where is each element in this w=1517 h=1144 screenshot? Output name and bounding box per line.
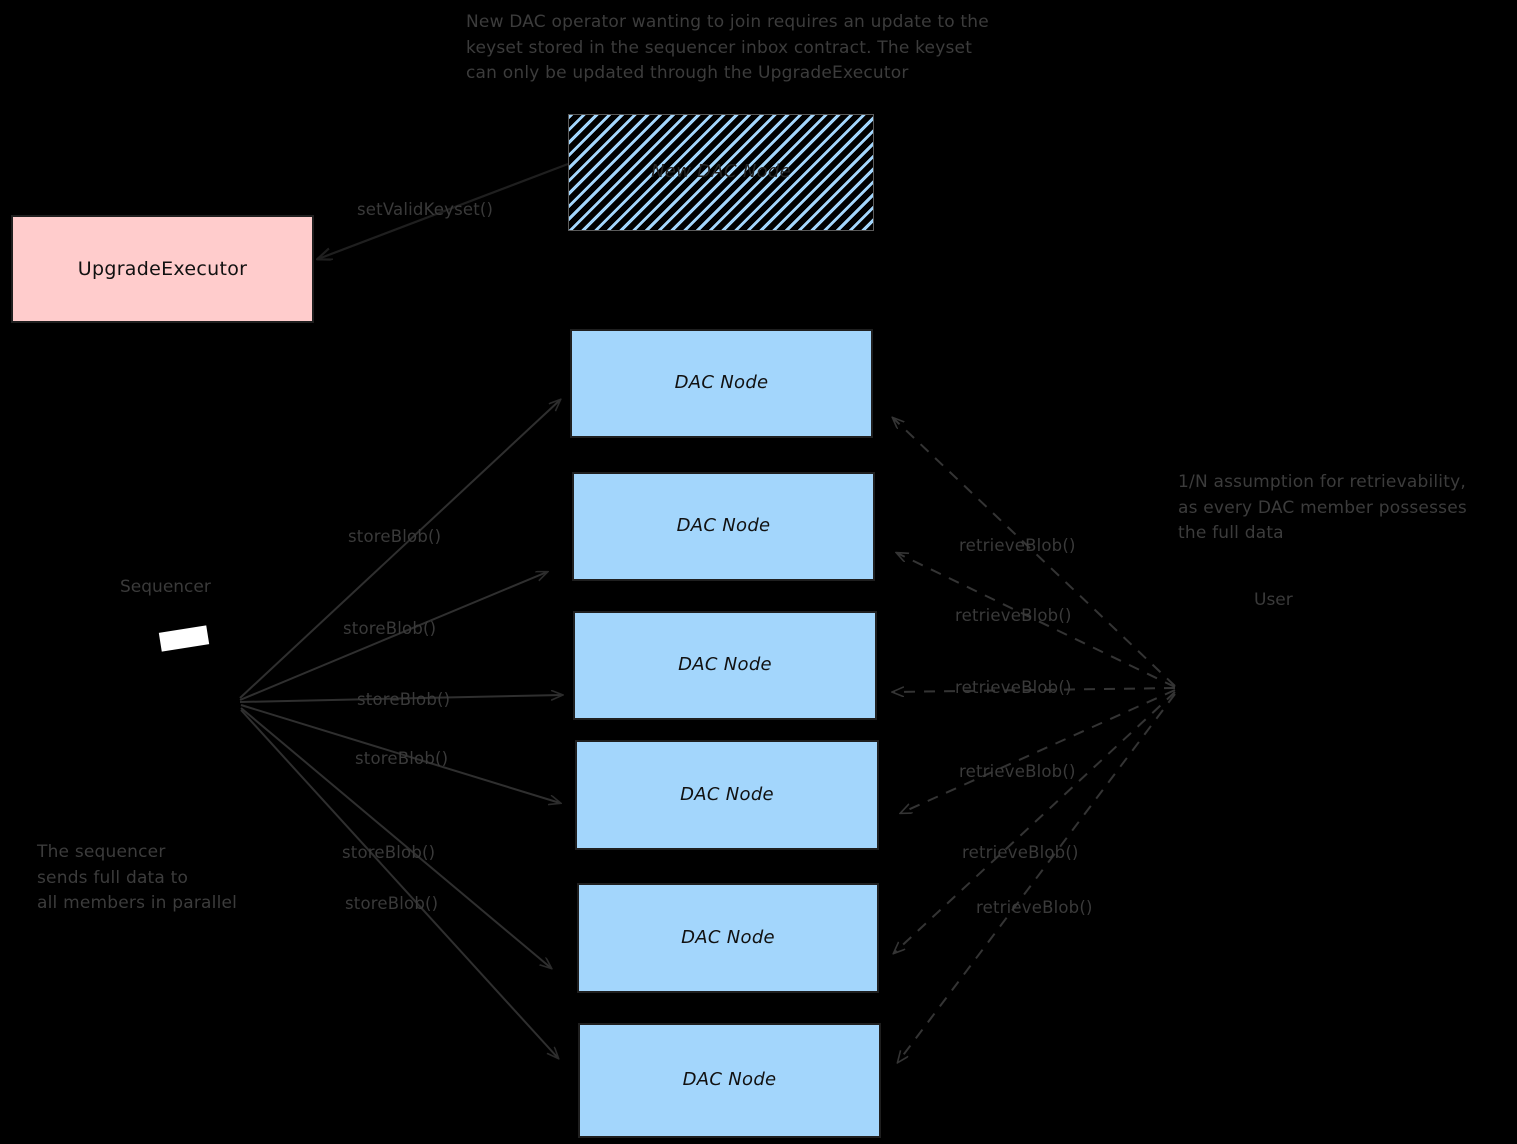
- edge-label-retrieve-blob-3: retrieveBlob(): [955, 678, 1072, 697]
- edge-label-store-blob-3: storeBlob(): [357, 690, 451, 709]
- edge-label-store-blob-6: storeBlob(): [345, 894, 439, 913]
- sequencer-actor-icon: [158, 625, 210, 652]
- edge-label-store-blob-4: storeBlob(): [355, 749, 449, 768]
- node-dac-node-6[interactable]: DAC Node: [578, 1023, 881, 1138]
- edge-retrieve-blob-group: [893, 418, 1176, 1062]
- edge-label-store-blob-1: storeBlob(): [348, 527, 442, 546]
- node-upgrade-executor[interactable]: UpgradeExecutor: [11, 215, 314, 323]
- node-new-dac-node[interactable]: New DAC Node: [568, 114, 874, 231]
- node-dac-node-2[interactable]: DAC Node: [572, 472, 875, 581]
- node-dac-node-1[interactable]: DAC Node: [570, 329, 873, 438]
- edge-label-set-valid-keyset: setValidKeyset(): [357, 200, 494, 219]
- edge-label-retrieve-blob-6: retrieveBlob(): [976, 898, 1093, 917]
- node-dac-node-4[interactable]: DAC Node: [575, 740, 879, 850]
- actor-label-user: User: [1254, 590, 1293, 610]
- actor-label-sequencer: Sequencer: [120, 577, 211, 597]
- note-keyset-update: New DAC operator wanting to join require…: [466, 12, 989, 83]
- note-sequencer-parallel: The sequencer sends full data to all mem…: [37, 842, 238, 913]
- edge-store-blob-group: [239, 400, 562, 1058]
- edge-label-store-blob-2: storeBlob(): [343, 619, 437, 638]
- node-dac-node-3[interactable]: DAC Node: [573, 611, 877, 720]
- note-retrievability: 1/N assumption for retrievability, as ev…: [1178, 472, 1467, 543]
- node-dac-node-5[interactable]: DAC Node: [577, 883, 879, 993]
- edge-label-retrieve-blob-1: retrieveBlob(): [959, 536, 1076, 555]
- edge-label-store-blob-5: storeBlob(): [342, 843, 436, 862]
- edge-label-retrieve-blob-2: retrieveBlob(): [955, 606, 1072, 625]
- edge-label-retrieve-blob-4: retrieveBlob(): [959, 762, 1076, 781]
- edge-label-retrieve-blob-5: retrieveBlob(): [962, 843, 1079, 862]
